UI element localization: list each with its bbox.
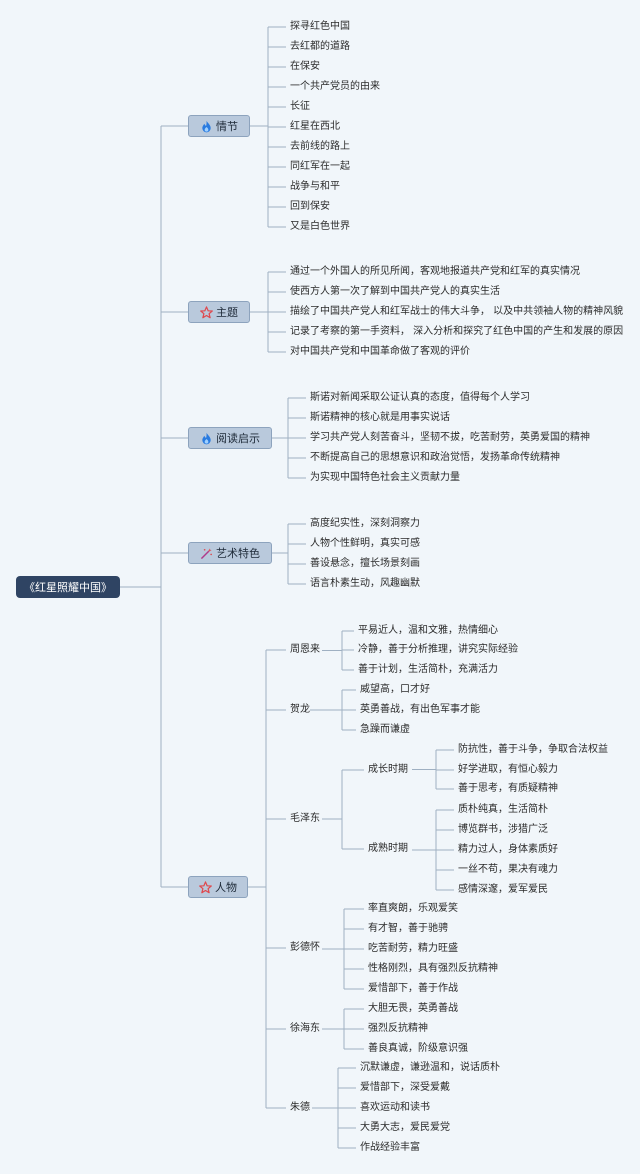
inspiration-item: 斯诺精神的核心就是用事实说话 — [310, 412, 450, 423]
branch-label: 艺术特色 — [216, 547, 260, 560]
root-title: 《红星照耀中国》 — [24, 581, 112, 594]
trait-item: 强烈反抗精神 — [368, 1023, 428, 1034]
trait-item: 作战经验丰富 — [360, 1142, 420, 1153]
plot-item: 在保安 — [290, 61, 320, 72]
branch-label: 人物 — [215, 881, 237, 894]
branch-art[interactable]: 艺术特色 — [188, 542, 272, 564]
plot-item: 探寻红色中国 — [290, 21, 350, 32]
plot-item: 又是白色世界 — [290, 221, 350, 232]
trait-item: 急躁而谦虚 — [360, 724, 410, 735]
plot-item: 去前线的路上 — [290, 141, 350, 152]
character-name: 周恩来 — [290, 644, 320, 655]
trait-item: 英勇善战，有出色军事才能 — [360, 704, 480, 715]
trait-item: 性格刚烈，具有强烈反抗精神 — [368, 963, 498, 974]
flame-icon — [200, 432, 213, 445]
art-item: 语言朴素生动，风趣幽默 — [310, 578, 420, 589]
trait-item: 吃苦耐劳，精力旺盛 — [368, 943, 458, 954]
inspiration-item: 不断提高自己的思想意识和政治觉悟，发扬革命传统精神 — [310, 452, 560, 463]
branch-inspiration[interactable]: 阅读启示 — [188, 427, 272, 449]
trait-item: 精力过人，身体素质好 — [458, 844, 558, 855]
trait-item: 沉默谦虚，谦逊温和，说话质朴 — [360, 1062, 500, 1073]
branch-label: 阅读启示 — [216, 432, 260, 445]
trait-item: 率直爽朗，乐观爱笑 — [368, 903, 458, 914]
art-item: 高度纪实性，深刻洞察力 — [310, 518, 420, 529]
flame-icon — [200, 120, 213, 133]
inspiration-item: 学习共产党人刻苦奋斗，坚韧不拔，吃苦耐劳，英勇爱国的精神 — [310, 432, 590, 443]
trait-item: 善于计划，生活简朴，充满活力 — [358, 664, 498, 675]
character-name: 彭德怀 — [290, 942, 320, 953]
branch-theme[interactable]: 主题 — [188, 301, 250, 323]
trait-item: 喜欢运动和读书 — [360, 1102, 430, 1113]
plot-item: 战争与和平 — [290, 181, 340, 192]
branch-characters[interactable]: 人物 — [188, 876, 248, 898]
trait-item: 大勇大志，爱民爱党 — [360, 1122, 450, 1133]
trait-item: 爱惜部下，善于作战 — [368, 983, 458, 994]
character-name: 朱德 — [290, 1102, 310, 1113]
inspiration-item: 为实现中国特色社会主义贡献力量 — [310, 472, 460, 483]
theme-item: 通过一个外国人的所见所闻，客观地报道共产党和红军的真实情况 — [290, 266, 580, 277]
trait-item: 爱惜部下，深受爱戴 — [360, 1082, 450, 1093]
trait-item: 威望高，口才好 — [360, 684, 430, 695]
plot-item: 红星在西北 — [290, 121, 340, 132]
trait-item: 善良真诚，阶级意识强 — [368, 1043, 468, 1054]
trait-item: 博览群书，涉猎广泛 — [458, 824, 548, 835]
theme-item: 使西方人第一次了解到中国共产党人的真实生活 — [290, 286, 500, 297]
trait-item: 大胆无畏，英勇善战 — [368, 1003, 458, 1014]
plot-item: 回到保安 — [290, 201, 330, 212]
trait-item: 好学进取，有恒心毅力 — [458, 764, 558, 775]
character-name: 徐海东 — [290, 1023, 320, 1034]
branch-label: 主题 — [216, 306, 238, 319]
character-name: 贺龙 — [290, 704, 310, 715]
plot-item: 去红都的道路 — [290, 41, 350, 52]
plot-item: 一个共产党员的由来 — [290, 81, 380, 92]
trait-item: 冷静，善于分析推理，讲究实际经验 — [358, 644, 518, 655]
art-item: 善设悬念，擅长场景刻画 — [310, 558, 420, 569]
period-name: 成熟时期 — [368, 843, 408, 854]
branch-plot[interactable]: 情节 — [188, 115, 250, 137]
root-node[interactable]: 《红星照耀中国》 — [16, 576, 120, 598]
magic-wand-icon — [200, 547, 213, 560]
branch-label: 情节 — [216, 120, 238, 133]
art-item: 人物个性鲜明，真实可感 — [310, 538, 420, 549]
trait-item: 防抗性，善于斗争，争取合法权益 — [458, 744, 608, 755]
character-name: 毛泽东 — [290, 813, 320, 824]
star-icon — [199, 880, 212, 894]
trait-item: 平易近人，温和文雅，热情细心 — [358, 625, 498, 636]
trait-item: 感情深邃，爱军爱民 — [458, 884, 548, 895]
plot-item: 长征 — [290, 101, 310, 112]
period-name: 成长时期 — [368, 764, 408, 775]
trait-item: 质朴纯真，生活简朴 — [458, 804, 548, 815]
plot-item: 同红军在一起 — [290, 161, 350, 172]
trait-item: 一丝不苟，果决有魂力 — [458, 864, 558, 875]
theme-item: 对中国共产党和中国革命做了客观的评价 — [290, 346, 470, 357]
theme-item: 描绘了中国共产党人和红军战士的伟大斗争， 以及中共领袖人物的精神风貌 — [290, 306, 624, 317]
trait-item: 有才智，善于驰骋 — [368, 923, 448, 934]
theme-item: 记录了考察的第一手资料， 深入分析和探究了红色中国的产生和发展的原因 — [290, 326, 624, 337]
inspiration-item: 斯诺对新闻采取公证认真的态度，值得每个人学习 — [310, 392, 530, 403]
trait-item: 善于思考，有质疑精神 — [458, 783, 558, 794]
star-icon — [200, 305, 213, 319]
